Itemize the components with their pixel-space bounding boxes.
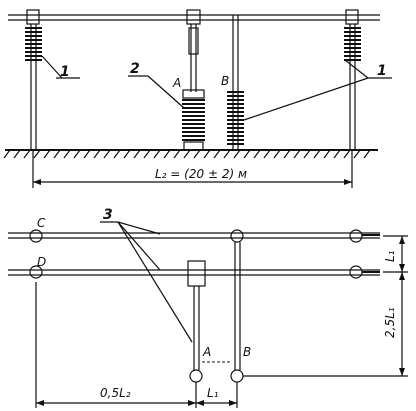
node-right-top <box>349 229 363 243</box>
label-C: C <box>37 216 46 230</box>
callout-2-leader <box>147 75 185 109</box>
support-A-clamp <box>186 9 201 25</box>
support-A-insulator-sheds <box>182 99 205 141</box>
support-B <box>227 15 244 150</box>
node-B-bottom <box>230 369 244 383</box>
callout-1-right: 1 <box>377 63 387 79</box>
junction-box-A <box>187 260 206 287</box>
dim-L1-bottom-label: L₁ <box>207 386 219 400</box>
dim-2-5L1-label: 2,5L₁ <box>383 307 397 338</box>
label-A-bottom: A <box>202 345 211 359</box>
right-support <box>344 9 361 150</box>
callout-3: 3 <box>103 207 113 223</box>
support-A <box>182 9 205 151</box>
left-insulator-sheds <box>25 27 42 61</box>
callout-3-leader-3 <box>117 221 193 343</box>
dim-half-L2-label: 0,5L₂ <box>100 386 131 400</box>
callout-1-left-leader <box>41 55 63 79</box>
node-right-bottom <box>349 265 363 279</box>
right-clamp <box>345 9 359 25</box>
right-insulator-sheds <box>344 27 361 61</box>
dim-L1-right-label: L₁ <box>383 250 397 262</box>
plan-view: C D A B 3 0,5L₂ L₁ <box>8 207 408 408</box>
ground-hatching <box>3 149 371 159</box>
label-B-bottom: B <box>243 345 251 359</box>
support-A-upper-fitting <box>188 27 199 55</box>
support-A-cap <box>182 89 205 99</box>
label-D: D <box>37 255 46 269</box>
node-D <box>29 265 43 279</box>
left-clamp <box>26 9 40 25</box>
left-support <box>25 9 42 150</box>
dim-L2-label: L₂ = (20 ± 2) м <box>155 167 247 181</box>
elevation-view: A B 1 2 1 L₂ = (20 ± 2) м <box>3 9 392 188</box>
node-B-top <box>230 229 244 243</box>
support-B-insulator-sheds <box>227 91 244 145</box>
support-A-base <box>183 141 204 151</box>
callout-2: 2 <box>130 61 140 77</box>
node-C <box>29 229 43 243</box>
callout-3-leader-1 <box>117 221 161 235</box>
label-A-top: A <box>172 76 181 90</box>
callout-1-right-leader <box>243 77 369 121</box>
callout-3-leader-2 <box>117 221 161 271</box>
callout-1-left: 1 <box>60 64 70 80</box>
node-A-bottom <box>189 369 203 383</box>
label-B-top: B <box>221 74 229 88</box>
